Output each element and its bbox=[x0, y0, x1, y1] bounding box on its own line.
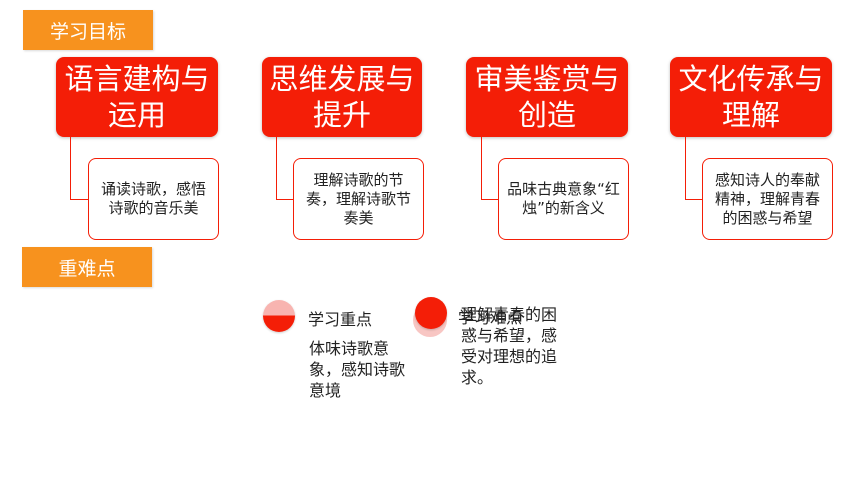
goal-aesthetic-title-line2: 创造 bbox=[517, 98, 576, 132]
goal-thinking-desc: 理解诗歌的节奏，理解诗歌节奏美 bbox=[293, 158, 424, 240]
goal-aesthetic-connector bbox=[481, 137, 499, 200]
difficulty-circle-icon bbox=[415, 297, 447, 329]
focus-text: 体味诗歌意象，感知诗歌意境 bbox=[309, 339, 406, 400]
goal-language-title-line2: 运用 bbox=[107, 98, 166, 132]
goal-language-connector bbox=[70, 137, 89, 200]
goal-language-box: 语言建构与 运用 bbox=[56, 57, 218, 137]
goal-culture-title-line2: 理解 bbox=[721, 98, 780, 132]
difficulty-text: 理解青春的困惑与希望，感受对理想的追求。 bbox=[461, 305, 558, 387]
focus-label: 学习重点 bbox=[308, 310, 373, 329]
goal-language-title-line1: 语言建构与 bbox=[64, 62, 210, 96]
goal-culture-title-line1: 文化传承与 bbox=[678, 62, 824, 96]
goal-thinking-title-line2: 提升 bbox=[312, 98, 371, 132]
goal-culture-connector bbox=[685, 137, 703, 200]
key-points-tag: 重难点 bbox=[22, 247, 152, 287]
goal-culture-box: 文化传承与 理解 bbox=[670, 57, 832, 137]
goal-aesthetic-title-line1: 审美鉴赏与 bbox=[474, 62, 620, 96]
goal-culture-desc: 感知诗人的奉献精神，理解青春的困惑与希望 bbox=[702, 158, 833, 240]
goal-language-desc: 诵读诗歌，感悟诗歌的音乐美 bbox=[88, 158, 219, 240]
focus-half-circle-icon bbox=[263, 300, 295, 332]
goal-aesthetic-desc: 品味古典意象“红烛”的新含义 bbox=[498, 158, 629, 240]
learning-goals-tag: 学习目标 bbox=[23, 10, 153, 50]
goal-aesthetic-box: 审美鉴赏与 创造 bbox=[466, 57, 628, 137]
goal-thinking-title-line1: 思维发展与 bbox=[269, 62, 415, 96]
goal-thinking-connector bbox=[276, 137, 294, 200]
goal-thinking-box: 思维发展与 提升 bbox=[262, 57, 422, 137]
difficulty-label: 学习难点 bbox=[458, 308, 523, 327]
